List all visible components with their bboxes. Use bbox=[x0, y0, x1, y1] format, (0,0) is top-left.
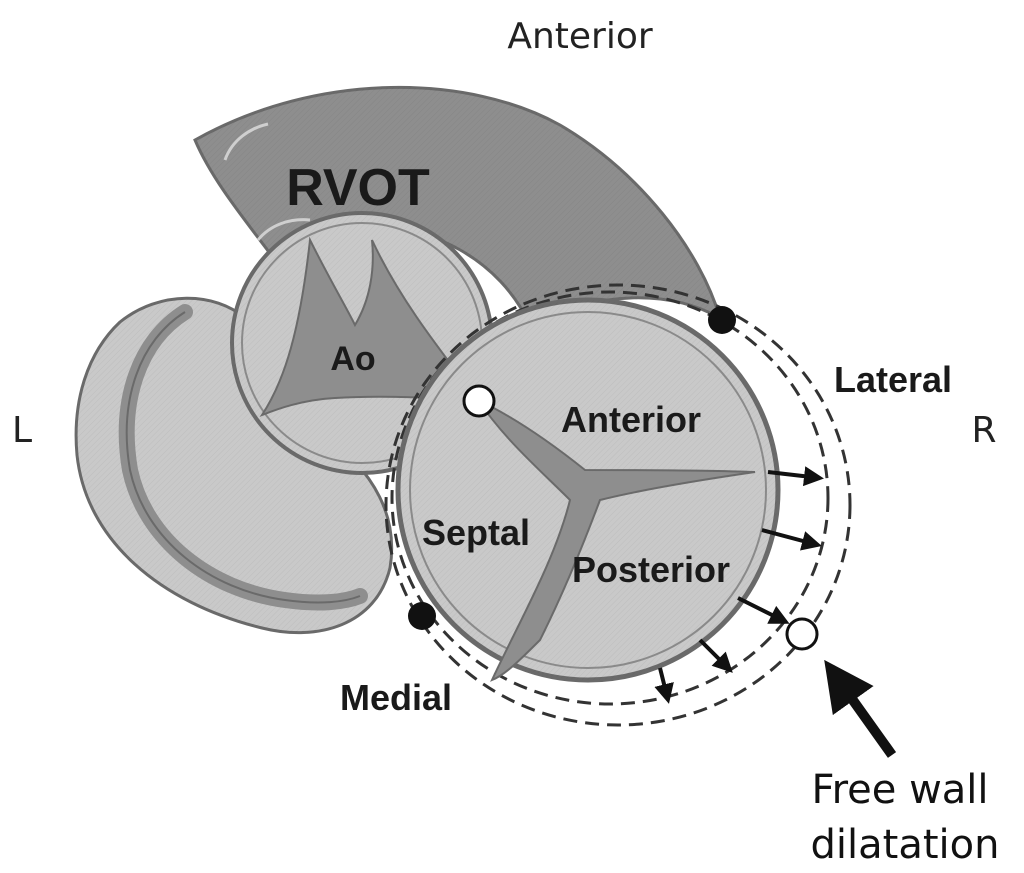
caption-line-2: dilatation bbox=[811, 822, 1000, 868]
lateral-label: Lateral bbox=[834, 359, 952, 400]
medial-label: Medial bbox=[340, 677, 452, 718]
caption-line-1: Free wall bbox=[811, 767, 988, 813]
medial-marker-dark bbox=[408, 602, 436, 630]
orientation-right-label: R bbox=[971, 410, 996, 451]
commissure-marker-open bbox=[464, 386, 494, 416]
dilatation-arrow-3 bbox=[738, 598, 786, 622]
aorta-label: Ao bbox=[330, 340, 375, 378]
free-wall-marker-open bbox=[787, 619, 817, 649]
septal-leaflet-label: Septal bbox=[422, 512, 530, 553]
free-wall-pointer-arrow bbox=[830, 668, 892, 755]
orientation-left-label: L bbox=[12, 410, 32, 451]
anterior-leaflet-label: Anterior bbox=[561, 399, 701, 440]
dilatation-arrow-4 bbox=[700, 640, 730, 670]
rvot-label: RVOT bbox=[286, 159, 430, 217]
dilatation-arrow-5 bbox=[660, 668, 668, 700]
posterior-leaflet-label: Posterior bbox=[572, 549, 730, 590]
lateral-marker-dark bbox=[708, 306, 736, 334]
orientation-top-label: Anterior bbox=[507, 16, 653, 57]
